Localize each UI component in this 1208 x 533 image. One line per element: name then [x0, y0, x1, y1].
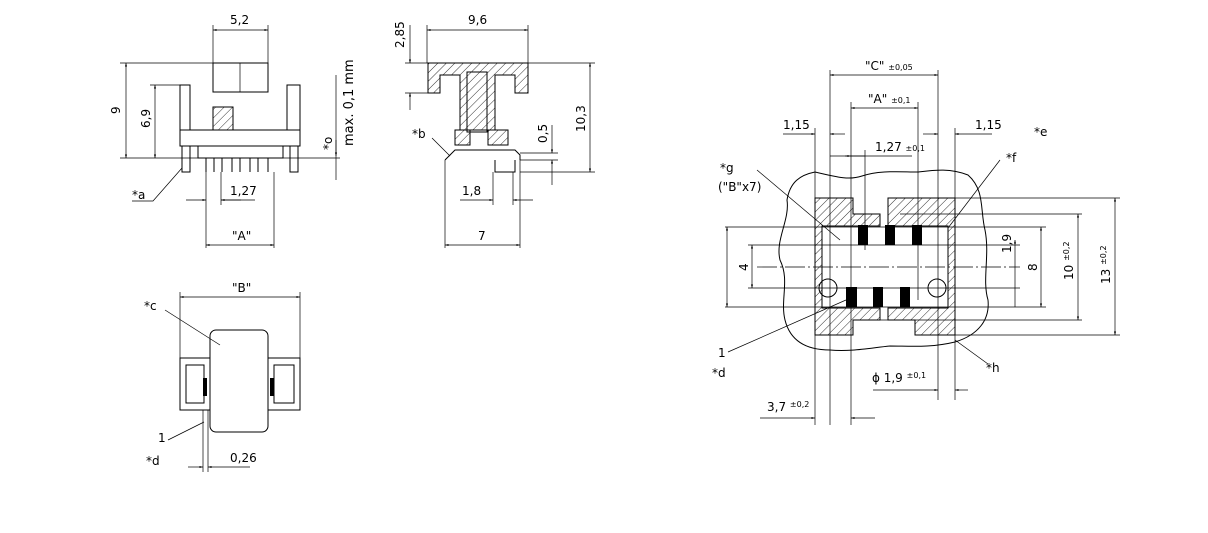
dim-4: 4 [737, 263, 751, 271]
dim-pitch: 1,27 [230, 184, 257, 198]
dim-9: 9 [109, 106, 123, 114]
flatness-note: max. 0,1 mm [342, 59, 357, 146]
dim-c: "C" ±0,05 [865, 59, 913, 73]
callout-h: *h [986, 361, 1000, 375]
dim-b: "B" [232, 281, 251, 295]
dim-edge-left: 1,15 [783, 118, 810, 132]
dim-row-pitch: 1,9 [1000, 234, 1014, 253]
dim-5-2: 5,2 [230, 13, 249, 27]
dim-a: "A" [232, 229, 251, 243]
callout-g-note: ("B"x7) [718, 180, 761, 194]
dim-7: 7 [478, 229, 486, 243]
dim-10-3: 10,3 [574, 105, 588, 132]
dim-13: 13 ±0,2 [1099, 245, 1113, 284]
dim-pitch-footprint: 1,27 ±0,1 [875, 140, 925, 154]
dim-0-5: 0,5 [536, 124, 550, 143]
callout-b: *b [412, 127, 426, 141]
callout-d-footprint: *d [712, 366, 726, 380]
dim-8: 8 [1026, 263, 1040, 271]
front-view: 5,2 9 6,9 *o max. 0,1 mm 1,27 "A" *a [109, 13, 357, 248]
dim-6-9: 6,9 [139, 109, 153, 128]
bottom-view: "B" *c 1 *d 0,26 [144, 281, 301, 472]
callout-g: *g [720, 161, 734, 175]
callout-a: *a [132, 188, 145, 202]
dim-9-6: 9,6 [468, 13, 487, 27]
callout-o: *o [321, 137, 335, 150]
dim-a-footprint: "A" ±0,1 [868, 92, 911, 106]
pin1-label: 1 [158, 431, 166, 445]
dim-edge-right: 1,15 [975, 118, 1002, 132]
dim-offset: 3,7 ±0,2 [767, 400, 809, 414]
pin1-label-footprint: 1 [718, 346, 726, 360]
callout-f: *f [1006, 151, 1017, 165]
dim-10: 10 ±0,2 [1062, 241, 1076, 280]
dim-2-85: 2,85 [393, 21, 407, 48]
dim-hole: ϕ 1,9 ±0,1 [872, 371, 926, 385]
dim-0-26: 0,26 [230, 451, 257, 465]
dim-1-8: 1,8 [462, 184, 481, 198]
callout-e: *e [1034, 125, 1047, 139]
pcb-footprint: "C" ±0,05 "A" ±0,1 1,15 1,15 1,27 ±0,1 *… [712, 59, 1120, 425]
callout-c: *c [144, 299, 157, 313]
callout-d: *d [146, 454, 160, 468]
section-view: 9,6 2,85 10,3 0,5 1,8 7 *b [393, 13, 595, 248]
